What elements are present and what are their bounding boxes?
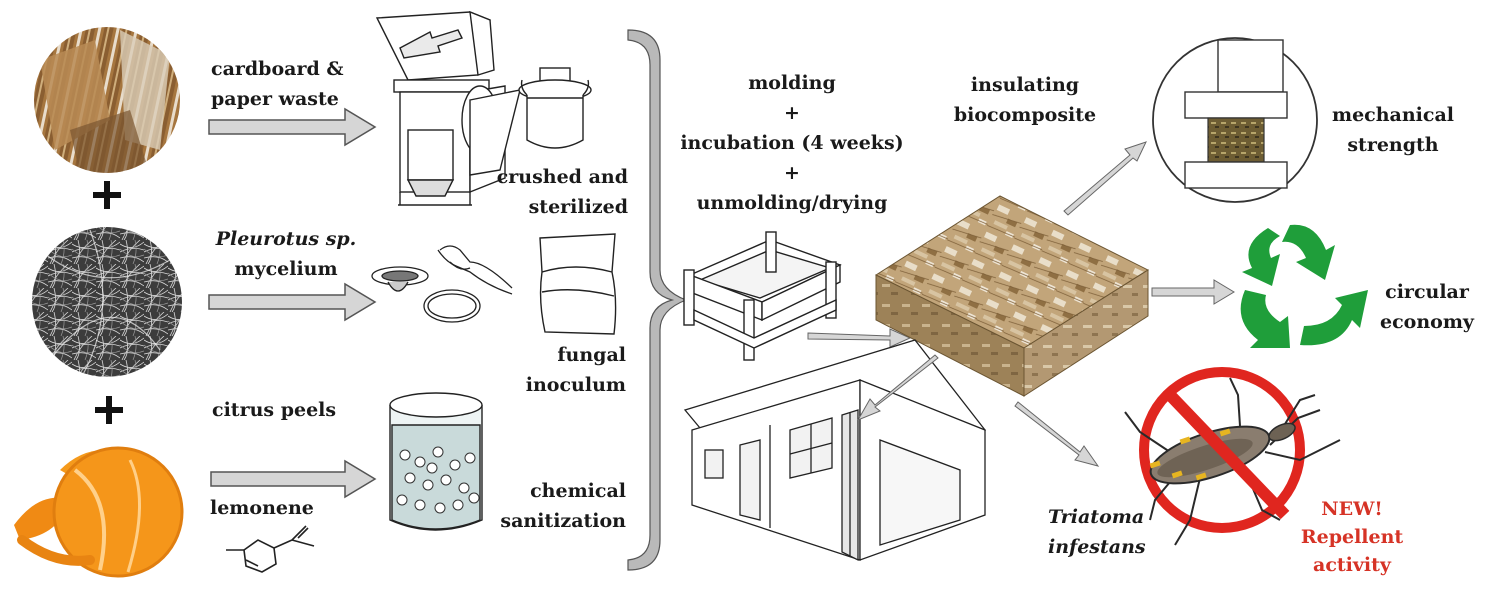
house-illustration xyxy=(685,340,985,560)
mechanical-test-icon xyxy=(1153,38,1317,202)
label-mycelium: Pleurotus sp. mycelium xyxy=(206,224,366,284)
label-cardboard-line2: paper waste xyxy=(211,84,344,114)
autoclave-icon xyxy=(519,68,591,148)
process-molding: molding xyxy=(672,68,912,98)
label-circular-economy: circular economy xyxy=(1375,277,1479,337)
label-mycelium-line2: mycelium xyxy=(206,254,366,284)
label-lemonene: lemonene xyxy=(210,493,314,523)
label-crushed: crushed and sterilized xyxy=(460,162,628,222)
label-triatoma-line2: infestans xyxy=(1048,532,1146,562)
label-triatoma-line1: Triatoma xyxy=(1048,502,1146,532)
label-circular-line1: circular xyxy=(1375,277,1479,307)
cardboard-photo xyxy=(34,27,180,175)
label-mechanical-line2: strength xyxy=(1318,130,1468,160)
label-chemical-line2: sanitization xyxy=(460,506,626,536)
arrow-to-triatoma xyxy=(1015,402,1098,466)
label-chemical-sanitization: chemical sanitization xyxy=(460,476,626,536)
label-fungal-line2: inoculum xyxy=(480,370,626,400)
label-triatoma: Triatoma infestans xyxy=(1048,502,1146,562)
label-repellent: Repellent xyxy=(1282,523,1422,551)
label-new-repellent: NEW! Repellent activity xyxy=(1282,495,1422,579)
process-plus-1: + xyxy=(672,98,912,128)
label-new: NEW! xyxy=(1282,495,1422,523)
mushroom-hand-illustration xyxy=(372,246,512,322)
label-mechanical-strength: mechanical strength xyxy=(1318,100,1468,160)
process-incubation: incubation (4 weeks) xyxy=(672,128,912,158)
label-activity: activity xyxy=(1282,551,1422,579)
process-plus-2: + xyxy=(672,158,912,188)
arrow-mold-to-biocomposite xyxy=(808,329,910,347)
arrow-cardboard xyxy=(209,109,375,145)
label-cardboard-line1: cardboard & xyxy=(211,54,344,84)
arrow-to-circular xyxy=(1152,280,1234,304)
label-fungal-line1: fungal xyxy=(480,340,626,370)
label-cardboard: cardboard & paper waste xyxy=(211,54,344,114)
arrow-citrus xyxy=(211,461,375,497)
arrow-mycelium xyxy=(209,284,375,320)
mycelium-photo xyxy=(32,227,182,380)
label-circular-line2: economy xyxy=(1375,307,1479,337)
plus-sign-2 xyxy=(95,396,123,424)
plus-sign-1 xyxy=(93,181,121,209)
limonene-structure xyxy=(226,526,314,572)
process-unmolding: unmolding/drying xyxy=(672,188,912,218)
label-chemical-line1: chemical xyxy=(460,476,626,506)
label-crushed-line2: sterilized xyxy=(460,192,628,222)
label-citrus-peels: citrus peels xyxy=(212,395,336,425)
label-mechanical-line1: mechanical xyxy=(1318,100,1468,130)
recycle-icon xyxy=(1241,225,1368,348)
label-mycelium-species: Pleurotus sp. xyxy=(206,224,366,254)
inoculum-bag xyxy=(540,234,616,334)
label-biocomposite-line1: insulating xyxy=(940,70,1110,100)
label-process-steps: molding + incubation (4 weeks) + unmoldi… xyxy=(672,68,912,218)
label-biocomposite-line2: biocomposite xyxy=(940,100,1110,130)
label-crushed-line1: crushed and xyxy=(460,162,628,192)
label-biocomposite: insulating biocomposite xyxy=(940,70,1110,130)
mold-frame xyxy=(684,232,840,360)
label-fungal-inoculum: fungal inoculum xyxy=(480,340,626,400)
orange-photo xyxy=(14,448,182,576)
arrow-to-strength xyxy=(1064,142,1146,215)
